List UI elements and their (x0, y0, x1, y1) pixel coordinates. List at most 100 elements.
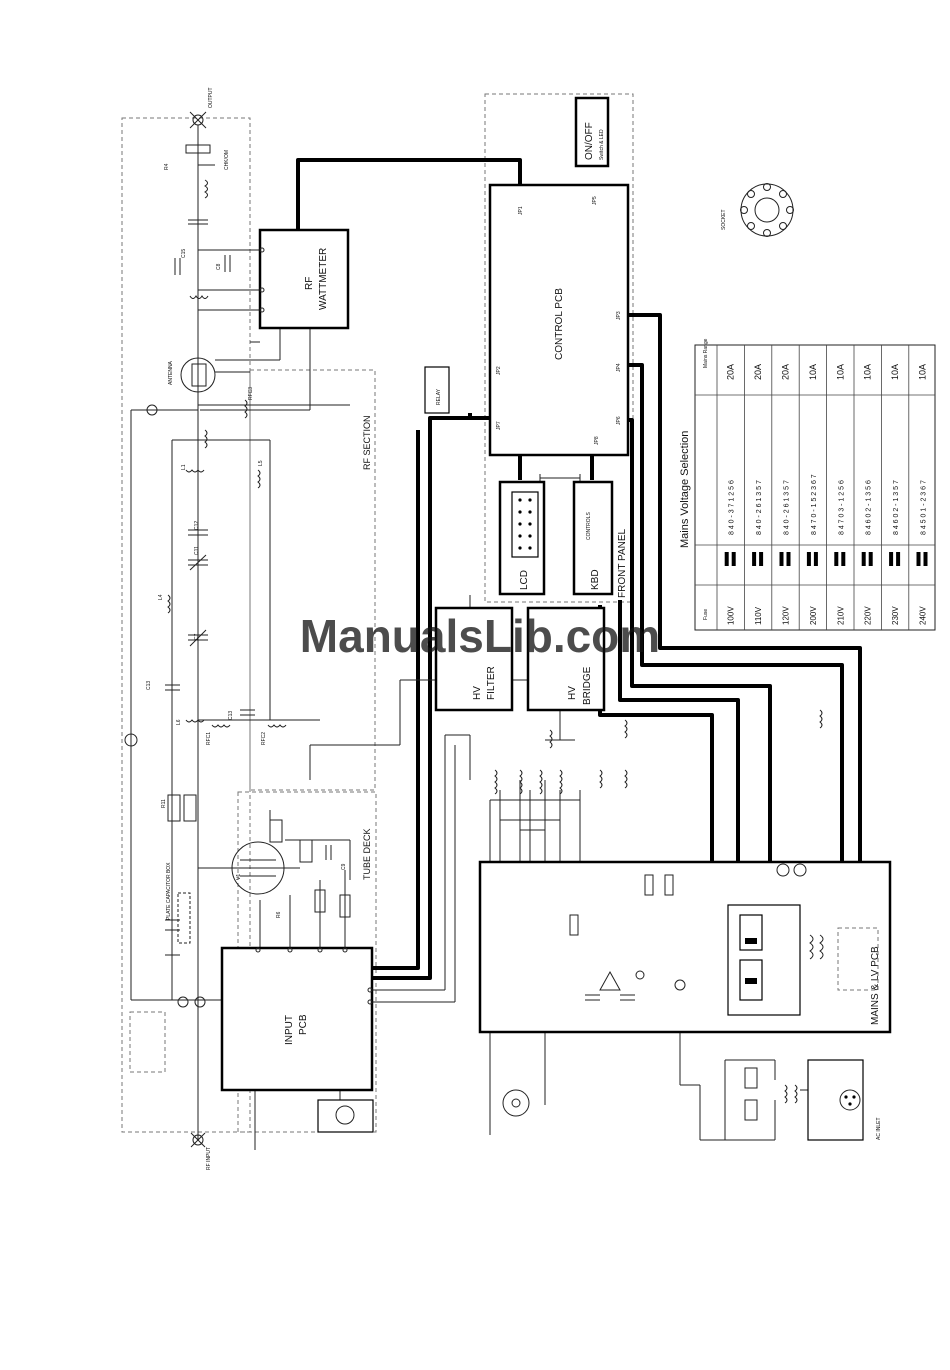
table-fuse: 10A (808, 364, 818, 380)
switch-setting-icon (786, 552, 791, 566)
svg-text:R6: R6 (276, 911, 282, 918)
kbd-label: KBD (590, 569, 601, 590)
table-voltage: 230V (891, 606, 900, 625)
table-digits: 8 4 0 - 2 6 1 3 5 7 (784, 480, 791, 535)
table-fuse: 20A (781, 364, 791, 380)
switch-setting-icon (779, 552, 784, 566)
svg-text:R11: R11 (161, 799, 167, 808)
table-digits: 8 4 0 - 3 7 1 2 5 6 (729, 480, 736, 535)
svg-text:OUTPUT: OUTPUT (208, 87, 214, 108)
plate-cap-label: PLATE CAPACITOR BOX (166, 862, 172, 920)
svg-text:RELAY: RELAY (436, 388, 442, 405)
svg-text:RF INPUT: RF INPUT (206, 1147, 212, 1170)
onoff-sub-label: Switch & LED (599, 129, 605, 160)
hv-filter-label-1: HV (472, 686, 483, 700)
blower-fan (317, 1099, 374, 1133)
table-digits: 8 4 6 0 2 - 1 3 5 6 (866, 480, 873, 535)
front-panel-label: FRONT PANEL (617, 528, 628, 598)
switch-setting-icon (868, 552, 873, 566)
table-digits: 8 4 5 0 1 - 2 3 6 7 (921, 480, 928, 535)
svg-text:JP4: JP4 (616, 363, 622, 372)
table-voltage: 220V (864, 606, 873, 625)
svg-text:L6: L6 (176, 719, 182, 725)
table-voltage: 210V (836, 606, 845, 625)
rf-wattmeter-label-2: WATTMETER (318, 248, 329, 310)
input-pcb-label-1: INPUT (284, 1015, 295, 1045)
svg-text:JP6: JP6 (616, 416, 622, 425)
switch-setting-icon (806, 552, 811, 566)
svg-text:ANTENNA: ANTENNA (168, 360, 174, 385)
switch-setting-icon (896, 552, 901, 566)
table-voltage: 240V (919, 606, 928, 625)
kbd-block: KBD CONTROLS (572, 480, 614, 596)
switch-setting-icon (724, 552, 729, 566)
lcd-block: LCD (498, 480, 546, 596)
svg-text:L5: L5 (258, 460, 264, 466)
svg-text:CONTROLS: CONTROLS (586, 512, 592, 540)
svg-text:JP2: JP2 (496, 366, 502, 375)
table-voltage: 200V (809, 606, 818, 625)
lcd-label: LCD (519, 570, 530, 590)
tube-components: V1 C9 R6 (231, 819, 351, 918)
switch-setting-icon (752, 552, 757, 566)
svg-text:L4: L4 (158, 594, 164, 600)
relay-block: RELAY (424, 366, 450, 414)
switch-setting-icon (861, 552, 866, 566)
watermark: ManualsLib.com (300, 610, 660, 662)
ac-inlet-label: AC INLET (876, 1117, 882, 1140)
table-fuse: 10A (835, 364, 845, 380)
svg-text:C12: C12 (194, 521, 200, 530)
input-pcb-block: INPUT PCB (220, 946, 374, 1092)
svg-text:V1: V1 (236, 874, 242, 880)
svg-text:CHK/OM: CHK/OM (224, 150, 230, 170)
svg-text:C11: C11 (194, 546, 200, 555)
switch-setting-icon (916, 552, 921, 566)
fan-motor (502, 1089, 530, 1117)
onoff-switch-block: ON/OFF Switch & LED (574, 96, 610, 168)
table-digits: 8 4 0 - 2 6 1 3 5 7 (756, 480, 763, 535)
svg-text:C8: C8 (216, 263, 222, 270)
hv-bridge-label-1: HV (567, 686, 578, 700)
svg-text:RFC1: RFC1 (206, 732, 212, 745)
table-voltage: 110V (754, 606, 763, 625)
rf-wattmeter-block: RF WATTMETER (258, 228, 350, 330)
switch-setting-icon (923, 552, 928, 566)
mains-lv-pcb-block: MAINS & LV PCB (478, 860, 892, 1034)
svg-text:SOCKET: SOCKET (721, 209, 727, 230)
rf-section-label: RF SECTION (362, 415, 372, 470)
svg-text:L1: L1 (181, 464, 187, 470)
table-fuse: 10A (890, 364, 900, 380)
table-fuse: 20A (753, 364, 763, 380)
ac-inlet-block: AC INLET (744, 1059, 882, 1141)
control-pcb-block: CONTROL PCB JP1 JP5 JP3 JP4 JP6 JP2 JP7 … (488, 183, 630, 457)
svg-text:R4: R4 (164, 163, 170, 170)
control-pcb-label: CONTROL PCB (554, 288, 565, 360)
tube-socket: SOCKET (721, 183, 794, 237)
switch-setting-icon (759, 552, 764, 566)
svg-text:JP3: JP3 (616, 311, 622, 320)
table-digits: 8 4 7 0 - 1 5 2 3 6 7 (811, 474, 818, 535)
hv-bridge-block: HV BRIDGE (526, 606, 606, 712)
wiring-harness (296, 158, 862, 980)
table-header-range: Mains Range (703, 338, 709, 368)
svg-text:JP7: JP7 (496, 421, 502, 430)
mains-lv-label: MAINS & LV PCB (870, 946, 881, 1025)
switch-setting-icon (841, 552, 846, 566)
svg-text:C9: C9 (341, 863, 347, 870)
rf-wattmeter-label-1: RF (304, 277, 315, 290)
hv-filter-label-2: FILTER (486, 666, 497, 700)
hv-transformer-windings (494, 709, 823, 795)
rf-components: OUTPUT R4 CHK/OM C15 C8 ANTENNA RFC3 L1 (124, 87, 287, 1170)
switch-setting-icon (834, 552, 839, 566)
svg-text:RFC3: RFC3 (248, 387, 254, 400)
svg-text:C13: C13 (146, 681, 152, 690)
table-digits: 8 4 6 0 2 - 1 3 5 7 (893, 480, 900, 535)
table-voltage: 120V (782, 606, 791, 625)
svg-text:JP8: JP8 (594, 436, 600, 445)
svg-text:JP1: JP1 (518, 206, 524, 215)
left-module (129, 1011, 166, 1073)
svg-text:C13: C13 (228, 711, 234, 720)
switch-setting-icon (889, 552, 894, 566)
